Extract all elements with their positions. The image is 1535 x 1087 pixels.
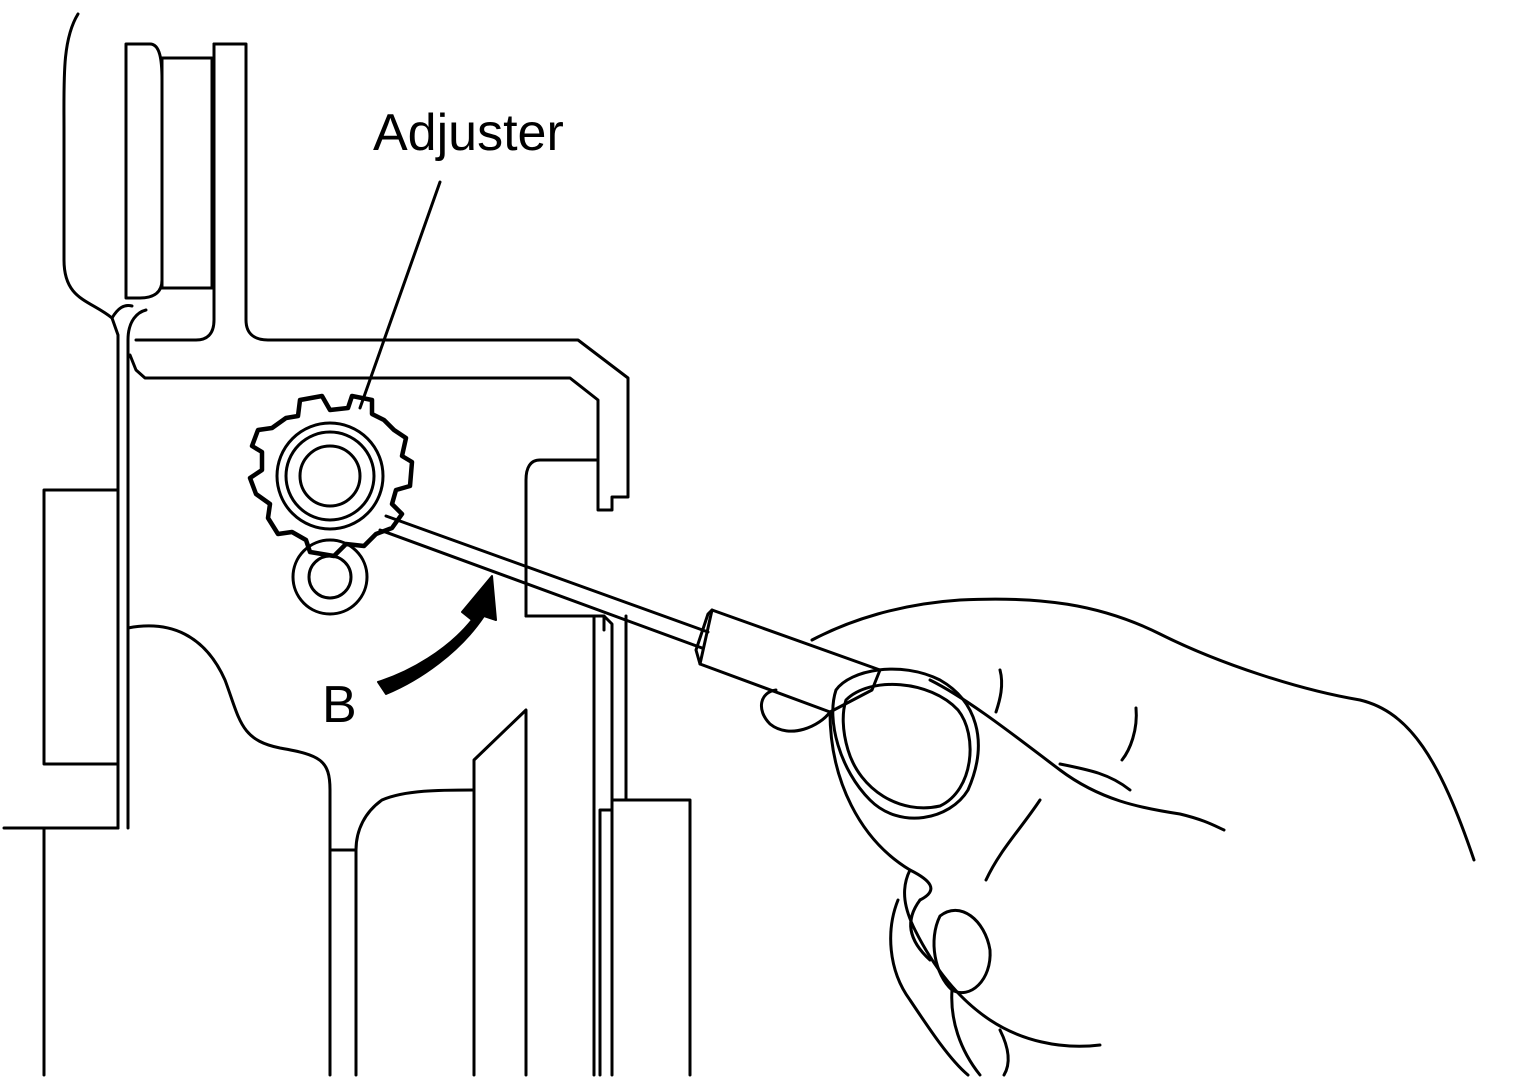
backing-plate xyxy=(126,458,600,1077)
left-side-block xyxy=(2,488,120,1077)
adjuster-wheel xyxy=(247,393,415,559)
adjuster-leader-line xyxy=(358,180,442,410)
direction-arrow xyxy=(377,575,497,695)
upper-left-housing-outline xyxy=(62,12,148,830)
lower-pin xyxy=(291,538,369,616)
center-struts xyxy=(472,614,692,1077)
brake-shoe-lining xyxy=(124,42,630,512)
hand-illustration xyxy=(760,597,1476,1077)
screwdriver xyxy=(378,514,882,714)
direction-label-b: B xyxy=(322,676,357,734)
adjuster-label: Adjuster xyxy=(373,104,564,162)
